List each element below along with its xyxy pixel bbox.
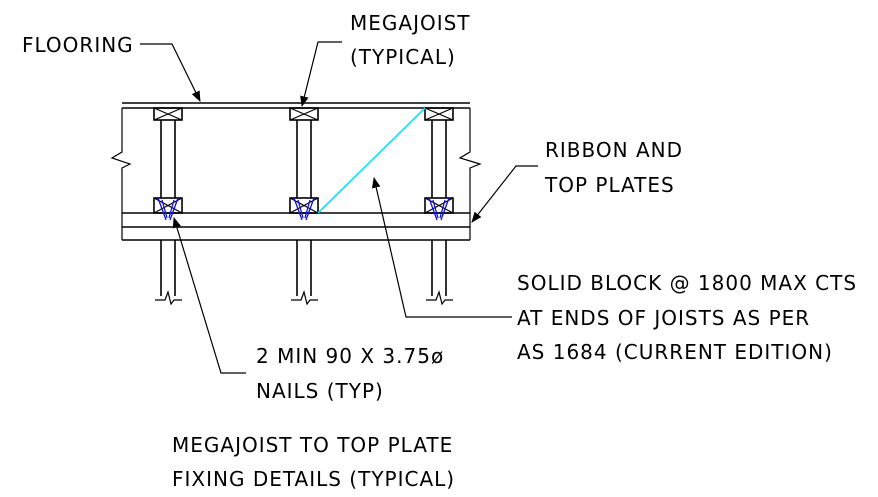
break-line-right: [458, 108, 482, 240]
nails-label-line-2: NAILS (TYP): [256, 379, 384, 403]
nails-leader: [172, 216, 246, 374]
solid-block-label-line-2: AT ENDS OF JOISTS AS PER: [517, 306, 810, 330]
stud-middle: [291, 240, 318, 306]
megajoist-leader: [300, 41, 342, 108]
stud-right: [426, 240, 453, 306]
caption-line-2: FIXING DETAILS (TYPICAL): [172, 467, 455, 491]
stud-left: [155, 240, 182, 306]
solid-block-leader: [371, 176, 512, 318]
nails-middle: [293, 197, 315, 221]
nails-right: [428, 197, 450, 221]
break-line-left: [110, 108, 132, 240]
top-plates: [122, 212, 470, 241]
solid-block-label-line-1: SOLID BLOCK @ 1800 MAX CTS: [517, 271, 857, 295]
flooring-label: FLOORING: [22, 33, 134, 57]
caption-line-1: MEGAJOIST TO TOP PLATE: [172, 433, 453, 457]
megajoist-label-line-2: (TYPICAL): [350, 45, 456, 69]
megajoist-right: [424, 107, 454, 214]
solid-block-label-line-3: AS 1684 (CURRENT EDITION): [517, 340, 833, 364]
solid-block-diagonal: [317, 107, 426, 214]
nails-label-line-1: 2 MIN 90 X 3.75ø: [256, 344, 444, 368]
nails-left: [157, 197, 179, 221]
flooring-leader: [140, 43, 201, 102]
megajoist-label-line-1: MEGAJOIST: [350, 11, 471, 35]
ribbon-label-line-1: RIBBON AND: [545, 138, 683, 162]
ribbon-label-line-2: TOP PLATES: [544, 173, 675, 197]
megajoist-left: [153, 107, 183, 214]
megajoist-middle: [289, 107, 319, 214]
ribbon-leader: [471, 165, 538, 223]
